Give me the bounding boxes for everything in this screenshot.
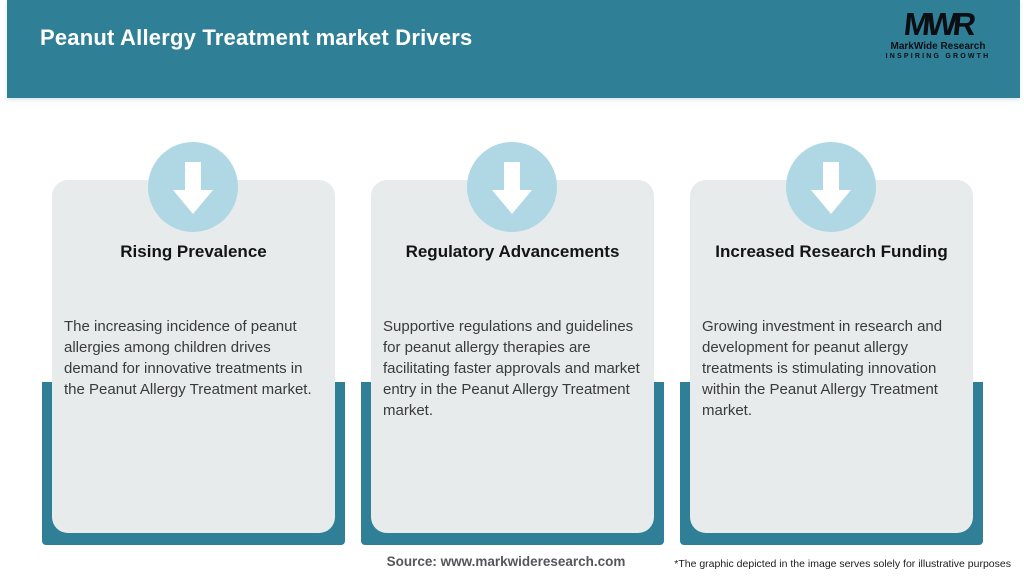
card-title: Regulatory Advancements [405, 242, 620, 261]
driver-card-increased-research-funding: Increased Research Funding Growing inves… [690, 180, 973, 533]
driver-card-regulatory-advancements: Regulatory Advancements Supportive regul… [371, 180, 654, 533]
card-title: Increased Research Funding [715, 242, 948, 261]
down-arrow-badge [467, 142, 557, 232]
down-arrow-icon [805, 156, 857, 218]
driver-card-rising-prevalence: Rising Prevalence The increasing inciden… [52, 180, 335, 533]
logo-name: MarkWide Research [890, 41, 986, 52]
card-body-text: Supportive regulations and guidelines fo… [383, 318, 640, 419]
page-title: Peanut Allergy Treatment market Drivers [40, 25, 473, 50]
logo-tagline: INSPIRING GROWTH [885, 53, 991, 60]
markwide-research-logo: MWR MarkWide Research INSPIRING GROWTH [878, 6, 998, 60]
card-body-text: Growing investment in research and devel… [702, 318, 943, 419]
source-text: Source: www.markwideresearch.com [386, 554, 626, 569]
header-bar: Peanut Allergy Treatment market Drivers … [7, 0, 1020, 98]
down-arrow-badge [786, 142, 876, 232]
mwr-monogram: MWR [902, 6, 974, 42]
down-arrow-icon [486, 156, 538, 218]
disclaimer-text: *The graphic depicted in the image serve… [674, 558, 1011, 570]
card-body-text: The increasing incidence of peanut aller… [64, 318, 312, 398]
down-arrow-badge [148, 142, 238, 232]
source-line: Source: www.markwideresearch.com [0, 554, 1024, 569]
down-arrow-icon [167, 156, 219, 218]
card-title: Rising Prevalence [120, 242, 267, 261]
